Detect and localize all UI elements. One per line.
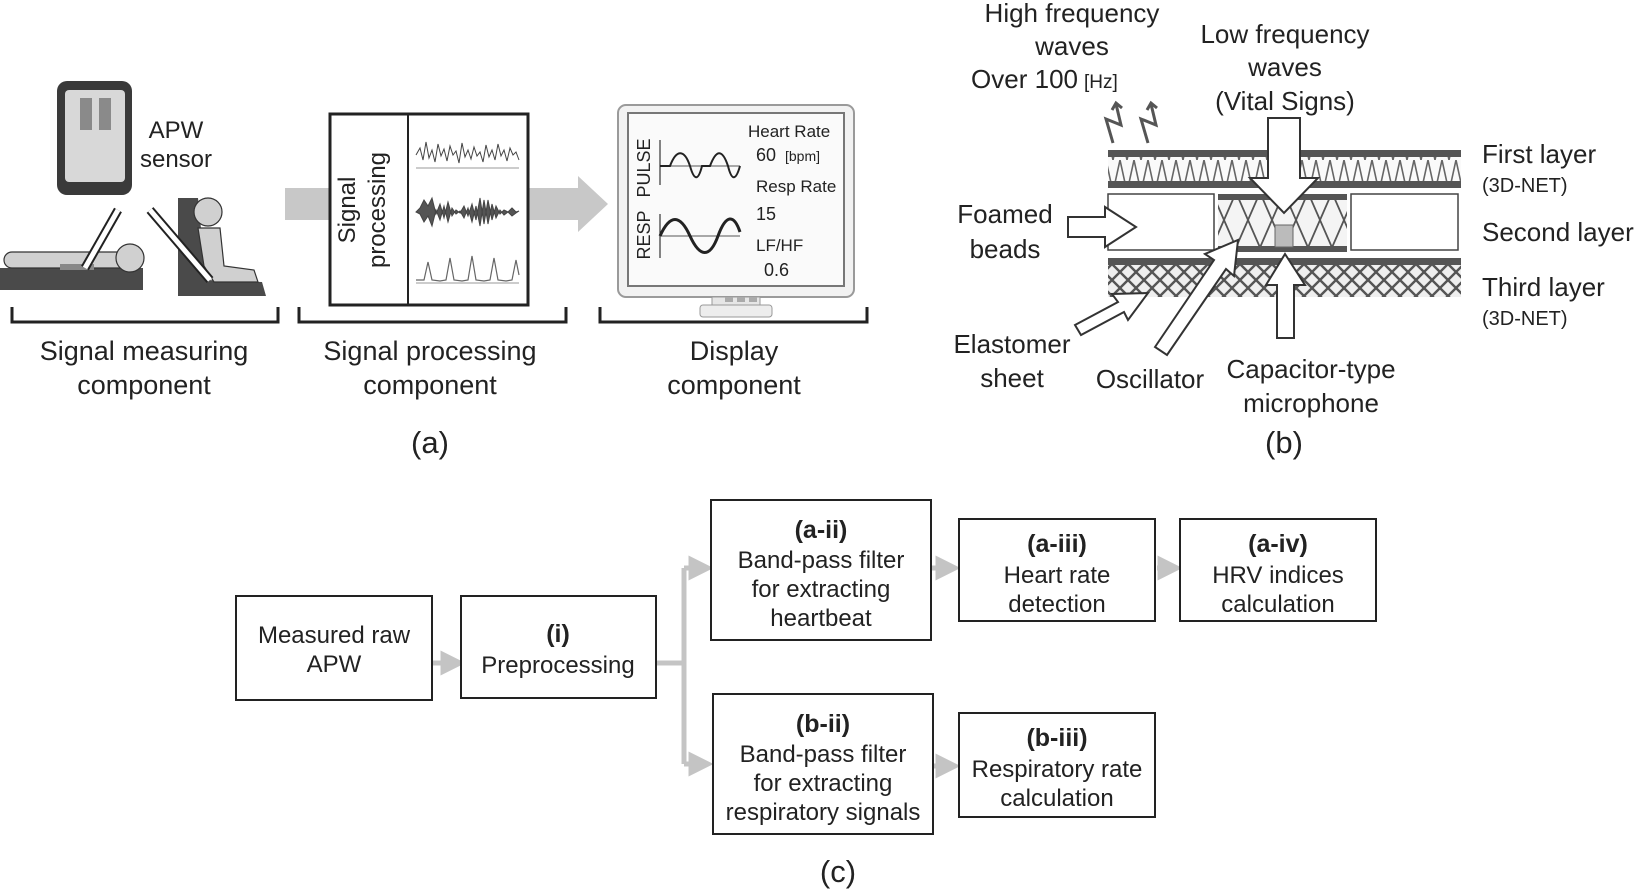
- component-measuring-line1: Signal measuring: [40, 336, 249, 366]
- heart-rate-unit: [bpm]: [785, 148, 820, 164]
- box-a-iii: [958, 518, 1156, 622]
- box-a-ii-id: (a-ii): [795, 516, 848, 544]
- low-freq-line3: (Vital Signs): [1215, 86, 1355, 116]
- bracket-display: [598, 307, 869, 324]
- box-b-iii-line1: Respiratory rate: [972, 756, 1143, 783]
- sensor-arrow-lying: [82, 208, 121, 270]
- component-display-line2: component: [667, 370, 801, 400]
- monitor-resp-label: RESP: [634, 210, 654, 259]
- box-a-iv: [1179, 518, 1377, 622]
- low-freq-arrow: [1247, 117, 1321, 215]
- second-layer-bottom-bar: [1218, 246, 1347, 252]
- lying-person-icon: [0, 243, 145, 290]
- foamed-beads-line2: beads: [970, 234, 1041, 264]
- foamed-beads-right: [1350, 193, 1459, 251]
- lfhf-label: LF/HF: [756, 236, 803, 255]
- box-a-ii-line1: Band-pass filter: [738, 547, 905, 574]
- box-a-iv-line1: HRV indices: [1212, 562, 1344, 589]
- resp-rate-label: Resp Rate: [756, 177, 836, 196]
- pulse-curve: [660, 152, 741, 179]
- box-i-id: (i): [546, 620, 570, 648]
- elastomer-arrow: [1073, 291, 1151, 337]
- microphone-element: [1274, 224, 1294, 248]
- sensor-arrow-seated: [148, 208, 212, 282]
- third-layer-sublabel: (3D-NET): [1482, 308, 1568, 330]
- flow-arrow-a1: [285, 188, 330, 220]
- heart-rate-value: 60: [756, 145, 776, 165]
- component-processing-line2: component: [363, 370, 497, 400]
- box-a-ii-line3: heartbeat: [770, 605, 872, 632]
- box-a-iii-line2: detection: [1008, 591, 1105, 618]
- box-a-ii: [710, 499, 932, 641]
- elastomer-line1: Elastomer: [953, 329, 1070, 359]
- box-a-ii-line2: for extracting: [752, 576, 891, 603]
- oscillator-arrow: [1153, 238, 1240, 357]
- third-layer-label: Third layer: [1482, 272, 1605, 302]
- high-freq-line2: waves: [1034, 31, 1109, 61]
- apw-sensor-label-line2: sensor: [140, 146, 212, 173]
- lfhf-value: 0.6: [764, 260, 789, 280]
- signal-processing-label-line1: Signal: [334, 177, 361, 244]
- heart-rate-label: Heart Rate: [748, 122, 830, 141]
- box-b-ii-line3: respiratory signals: [726, 799, 921, 826]
- bracket-measuring: [10, 307, 280, 324]
- microphone-arrow: [1264, 252, 1307, 339]
- box-b-iii: [958, 712, 1156, 818]
- box-i-line1: Preprocessing: [481, 652, 634, 679]
- first-layer-label: First layer: [1482, 139, 1596, 169]
- box-a-iii-line1: Heart rate: [1004, 562, 1111, 589]
- box-measured-raw-line1: Measured raw: [258, 622, 411, 649]
- oscillator-label: Oscillator: [1096, 364, 1205, 394]
- panel-a: APW sensor Signal processing: [0, 81, 869, 460]
- component-display-line1: Display: [690, 336, 779, 366]
- filtered-signal-waveform: [415, 196, 520, 228]
- flow-arrow-a2: [528, 176, 608, 232]
- microphone-line1: Capacitor-type: [1226, 354, 1395, 384]
- box-b-iii-line2: calculation: [1000, 785, 1113, 812]
- bracket-processing: [297, 307, 568, 324]
- second-layer-label: Second layer: [1482, 217, 1634, 247]
- high-freq-line3: Over 100: [971, 64, 1078, 94]
- microphone-line2: microphone: [1243, 388, 1379, 418]
- component-processing-line1: Signal processing: [323, 336, 536, 366]
- seated-person-icon: [178, 197, 266, 296]
- high-freq-unit: [Hz]: [1084, 72, 1118, 93]
- box-b-ii-id: (b-ii): [796, 710, 850, 738]
- box-measured-raw: [235, 595, 433, 701]
- raw-signal-waveform: [415, 141, 520, 164]
- high-freq-wave-icon-2: [1138, 100, 1159, 144]
- box-b-ii: [712, 693, 934, 835]
- box-i: [460, 595, 657, 699]
- low-freq-line2: waves: [1247, 52, 1322, 82]
- apw-sensor-device-icon: [57, 81, 132, 195]
- resp-rate-value: 15: [756, 204, 776, 224]
- panel-b: High frequency waves Over 100 [Hz] Low f…: [953, 0, 1634, 460]
- caption-c: (c): [820, 854, 856, 889]
- box-b-ii-line1: Band-pass filter: [740, 741, 907, 768]
- panel-c: Measured raw APW (i) Preprocessing (a-ii…: [235, 499, 1377, 889]
- monitor-pulse-label: PULSE: [634, 138, 654, 197]
- pulse-wave-waveform: [416, 255, 520, 282]
- first-layer-sublabel: (3D-NET): [1482, 175, 1568, 197]
- box-measured-raw-line2: APW: [307, 651, 362, 678]
- display-monitor: [617, 104, 855, 318]
- signal-processing-label-line2: processing: [364, 152, 391, 268]
- box-a-iv-line2: calculation: [1221, 591, 1334, 618]
- box-b-ii-line2: for extracting: [754, 770, 893, 797]
- apw-sensor-label-line1: APW: [149, 117, 204, 144]
- foamed-beads-line1: Foamed: [957, 199, 1052, 229]
- foamed-beads-arrow: [1067, 205, 1138, 249]
- resp-curve: [658, 217, 742, 254]
- caption-a: (a): [411, 425, 449, 460]
- high-freq-line1: High frequency: [985, 0, 1160, 28]
- elastomer-line2: sheet: [980, 363, 1044, 393]
- component-measuring-line2: component: [77, 370, 211, 400]
- caption-b: (b): [1265, 425, 1303, 460]
- box-a-iii-id: (a-iii): [1027, 530, 1087, 558]
- box-b-iii-id: (b-iii): [1026, 724, 1087, 752]
- box-a-iv-id: (a-iv): [1248, 530, 1308, 558]
- low-freq-line1: Low frequency: [1200, 19, 1369, 49]
- high-freq-wave-icon-1: [1103, 100, 1124, 144]
